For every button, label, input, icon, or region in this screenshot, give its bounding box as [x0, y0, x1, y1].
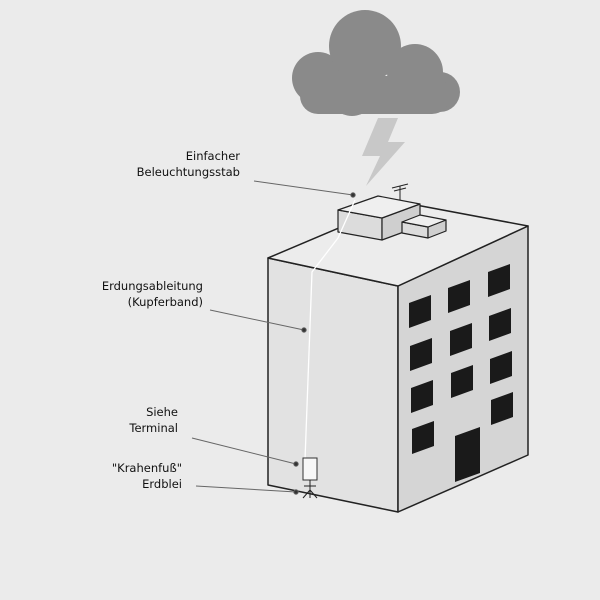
test-terminal [302, 457, 318, 481]
rooftop-vent [401, 214, 447, 239]
building-door [455, 427, 480, 482]
building-left-face [267, 257, 399, 513]
label-lightning-rod: Einfacher Beleuchtungsstab [136, 149, 240, 179]
windows [409, 264, 513, 454]
antenna-icon [391, 183, 409, 200]
ground-rod-icon [302, 480, 318, 499]
label-test-terminal: Siehe Terminal [129, 405, 178, 435]
lightning-bolt-icon [362, 118, 405, 186]
label-down-conductor: Erdungsableitung (Kupferband) [101, 279, 203, 309]
rooftop-unit [337, 195, 421, 241]
leader-lines [191, 180, 356, 495]
down-conductor-line [304, 199, 356, 461]
label-ground-electrode: "Krahenfuß" Erdblei [111, 461, 182, 491]
storm-cloud-icon [292, 10, 460, 116]
